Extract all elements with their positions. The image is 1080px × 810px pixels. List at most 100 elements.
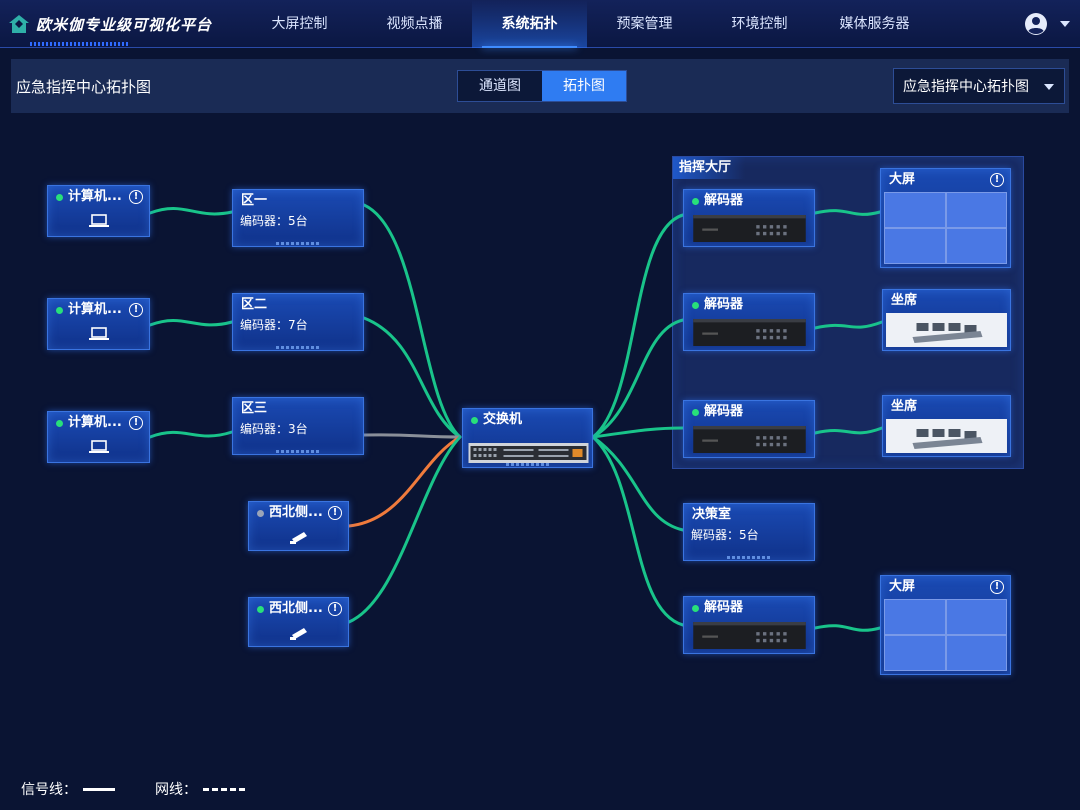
page-title: 应急指挥中心拓扑图 <box>16 78 152 96</box>
status-dot <box>56 306 63 314</box>
network-line-sample <box>203 787 245 791</box>
tab-topology-view[interactable]: 拓扑图 <box>542 71 626 101</box>
link-computer-zone2 <box>148 319 234 327</box>
info-icon[interactable]: ! <box>129 303 143 317</box>
camera-node-2[interactable]: 西北侧... ! <box>248 597 349 647</box>
status-dot <box>692 604 699 612</box>
node-label: 区一 <box>241 193 268 208</box>
status-dot <box>692 408 699 416</box>
link-legend: 信号线： 网线： <box>21 779 245 799</box>
encoder-count: 编码器：5台 <box>240 214 308 228</box>
nav-plan-management[interactable]: 预案管理 <box>616 16 673 32</box>
network-switch-icon <box>468 443 589 463</box>
video-wall-node-2[interactable]: 大屏 ! <box>880 575 1011 675</box>
link-switch-decoder3 <box>591 426 685 439</box>
node-label: 西北侧... <box>269 601 323 616</box>
link-zone3-switch <box>362 433 462 439</box>
user-avatar-icon[interactable] <box>1024 12 1048 36</box>
link-switch-decoder2 <box>591 318 685 439</box>
chevron-down-icon[interactable] <box>1044 84 1054 90</box>
link-switch-decision <box>591 435 685 532</box>
node-label: 大屏 <box>889 172 916 187</box>
decoder-device-icon <box>693 622 806 649</box>
decoder-node-3[interactable]: 解码器 <box>683 400 815 458</box>
info-icon[interactable]: ! <box>328 506 342 520</box>
house-logo-icon <box>9 15 29 33</box>
link-camera1-switch <box>347 435 462 528</box>
nav-environment-control[interactable]: 环境控制 <box>731 16 788 32</box>
encoder-count: 编码器：3台 <box>240 422 308 436</box>
decoder-node-2[interactable]: 解码器 <box>683 293 815 351</box>
camera-node-1[interactable]: 西北侧... ! <box>248 501 349 551</box>
status-dot <box>692 197 699 205</box>
info-icon[interactable]: ! <box>129 416 143 430</box>
status-dot <box>692 301 699 309</box>
laptop-icon <box>89 440 109 453</box>
node-label: 交换机 <box>483 412 523 427</box>
seat-node-1[interactable]: 坐席 <box>882 289 1011 351</box>
network-line-label: 网线： <box>155 782 197 798</box>
node-label: 区三 <box>241 401 268 416</box>
camera-icon <box>290 628 307 640</box>
topology-select-value: 应急指挥中心拓扑图 <box>903 79 1029 95</box>
node-label: 解码器 <box>704 193 744 208</box>
laptop-icon <box>89 327 109 340</box>
logo: 欧米伽专业级可视化平台 <box>8 10 212 38</box>
workstation-seat-icon <box>886 313 1007 347</box>
app-header: 欧米伽专业级可视化平台 大屏控制 视频点播 系统拓扑 预案管理 环境控制 媒体服… <box>0 0 1080 48</box>
zone-node-3[interactable]: 区三 编码器：3台 <box>232 397 364 455</box>
node-label: 坐席 <box>891 293 918 308</box>
link-camera2-switch <box>347 435 462 624</box>
link-zone1-switch <box>362 203 462 439</box>
camera-icon <box>290 532 307 544</box>
info-icon[interactable]: ! <box>129 190 143 204</box>
topology-toolbar: 应急指挥中心拓扑图 通道图 拓扑图 应急指挥中心拓扑图 <box>11 59 1069 113</box>
zone-node-1[interactable]: 区一 编码器：5台 <box>232 189 364 247</box>
link-switch-decoder4 <box>591 435 685 627</box>
user-menu[interactable] <box>1024 12 1070 36</box>
computer-node-2[interactable]: 计算机... ! <box>47 298 150 350</box>
tab-channel-view[interactable]: 通道图 <box>458 71 542 101</box>
link-computer-zone1 <box>148 207 234 216</box>
node-label: 计算机... <box>68 415 122 430</box>
computer-node-3[interactable]: 计算机... ! <box>47 411 150 463</box>
decoder-device-icon <box>693 426 806 453</box>
decoder-node-4[interactable]: 解码器 <box>683 596 815 654</box>
logo-text: 欧米伽专业级可视化平台 <box>36 15 213 34</box>
node-label: 解码器 <box>704 600 744 615</box>
topology-select[interactable]: 应急指挥中心拓扑图 <box>893 68 1065 104</box>
decoder-device-icon <box>693 215 806 242</box>
video-wall-node-1[interactable]: 大屏 ! <box>880 168 1011 268</box>
computer-node-1[interactable]: 计算机... ! <box>47 185 150 237</box>
nav-media-server[interactable]: 媒体服务器 <box>839 16 910 32</box>
node-label: 决策室 <box>692 507 732 522</box>
switch-node[interactable]: 交换机 <box>462 408 593 468</box>
info-icon[interactable]: ! <box>990 173 1004 187</box>
node-label: 区二 <box>241 297 268 312</box>
decoder-node-1[interactable]: 解码器 <box>683 189 815 247</box>
link-computer-zone3 <box>148 430 234 439</box>
node-label: 解码器 <box>704 297 744 312</box>
nav-screen-control[interactable]: 大屏控制 <box>271 16 328 32</box>
signal-line-label: 信号线： <box>21 782 77 798</box>
chevron-down-icon[interactable] <box>1060 21 1070 27</box>
status-dot <box>257 509 264 517</box>
seat-node-2[interactable]: 坐席 <box>882 395 1011 457</box>
status-dot <box>471 416 478 424</box>
decision-room-node[interactable]: 决策室 解码器：5台 <box>683 503 815 561</box>
group-label: 指挥大厅 <box>673 157 746 179</box>
nav-video-on-demand[interactable]: 视频点播 <box>386 16 443 32</box>
link-decoder4-display2 <box>813 624 882 632</box>
info-icon[interactable]: ! <box>990 580 1004 594</box>
view-switcher: 通道图 拓扑图 <box>457 70 627 102</box>
zone-node-2[interactable]: 区二 编码器：7台 <box>232 293 364 351</box>
encoder-count: 编码器：7台 <box>240 318 308 332</box>
node-label: 计算机... <box>68 302 122 317</box>
main-nav: 大屏控制 视频点播 系统拓扑 预案管理 环境控制 媒体服务器 <box>242 0 932 48</box>
node-label: 坐席 <box>891 399 918 414</box>
info-icon[interactable]: ! <box>328 602 342 616</box>
link-zone2-switch <box>362 316 462 439</box>
workstation-seat-icon <box>886 419 1007 453</box>
decoder-device-icon <box>693 319 806 346</box>
nav-system-topology[interactable]: 系统拓扑 <box>472 0 587 48</box>
